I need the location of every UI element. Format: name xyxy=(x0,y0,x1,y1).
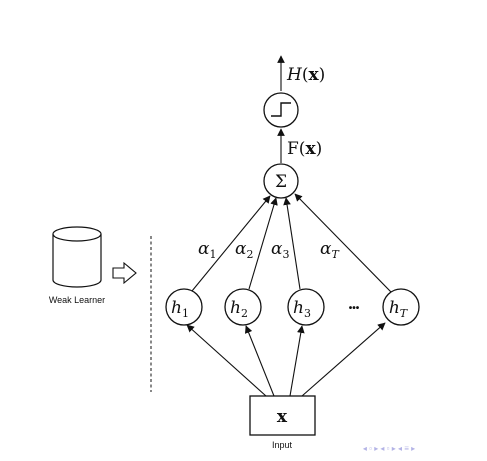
weight-label-2: α2 xyxy=(235,239,253,261)
sum-label-open-paren: ( xyxy=(299,139,306,159)
output-label-open-paren: ( xyxy=(302,65,309,85)
output-label-func: H xyxy=(286,65,303,85)
input-symbol: x xyxy=(277,407,288,427)
threshold-node xyxy=(263,92,299,128)
learner-node-h3: h3 xyxy=(287,288,325,326)
sum-symbol: Σ xyxy=(275,172,287,192)
output-label-arg: x xyxy=(308,65,319,85)
edge-input-h3 xyxy=(289,325,305,397)
edge-h1-sum xyxy=(191,195,271,292)
weak-learner-label: Weak Learner xyxy=(49,295,105,305)
sum-node: Σ xyxy=(263,163,299,199)
learners-ellipsis: ••• xyxy=(349,303,360,314)
edge-h2-sum xyxy=(248,197,278,290)
input-box: x xyxy=(249,395,316,436)
sum-label: F(x) xyxy=(287,139,322,159)
output-label-close-paren: ) xyxy=(319,65,326,85)
input-label: Input xyxy=(272,440,293,450)
weight-label-1: α1 xyxy=(198,239,216,261)
svg-text:h1: h1 xyxy=(171,298,189,320)
learner-node-h2: h2 xyxy=(224,288,262,326)
sum-label-func: F xyxy=(287,139,299,159)
svg-text:h2: h2 xyxy=(230,298,248,320)
svg-text:hT: hT xyxy=(389,298,409,320)
step-function-icon xyxy=(271,102,291,117)
sum-label-close-paren: ) xyxy=(316,139,323,159)
edge-input-hT xyxy=(301,322,386,397)
edge-hT-sum xyxy=(294,193,392,293)
database-cylinder-icon xyxy=(52,226,102,288)
edge-input-h2 xyxy=(244,325,275,397)
weight-label-3: α3 xyxy=(271,239,289,261)
sum-label-arg: x xyxy=(305,139,316,159)
edge-h3-sum xyxy=(283,197,301,290)
learner-node-hT: hT xyxy=(382,288,420,326)
weight-label-T: αT xyxy=(320,239,340,261)
svg-text:h3: h3 xyxy=(293,298,311,320)
beamer-navigation[interactable]: ◂ ▫ ▸ ◂ ▫ ▸ ◂ ≡ ▸ xyxy=(363,444,415,453)
hollow-arrow-right-icon xyxy=(112,261,137,285)
output-label: H(x) xyxy=(286,65,325,85)
edge-input-h1 xyxy=(186,324,267,397)
learner-node-h1: h1 xyxy=(165,288,203,326)
